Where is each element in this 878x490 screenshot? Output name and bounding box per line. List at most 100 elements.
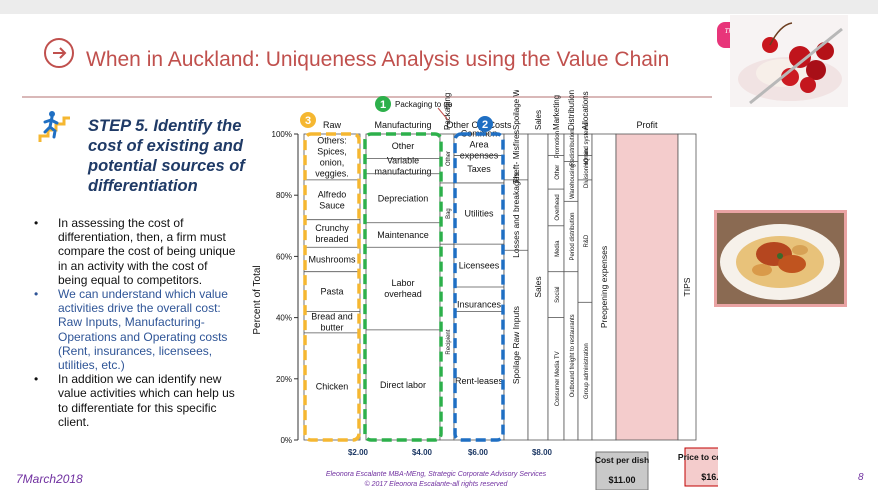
y-tick-label: 0% [280, 436, 292, 445]
y-tick-label: 40% [276, 314, 292, 323]
segment-label: R&D [584, 234, 590, 247]
segment-label: Other [446, 151, 452, 166]
bullet-list: In assessing the cost of differentiation… [30, 216, 240, 429]
segment-label: Other [555, 165, 561, 180]
segment-label: overhead [384, 289, 422, 299]
column-header: Marketing [552, 95, 561, 130]
segment-label: Promotion [555, 131, 561, 158]
bullet-item: We can understand which value activities… [30, 287, 240, 372]
segment-label: Bread and [311, 312, 353, 322]
costs-group-outline [453, 132, 505, 442]
bullet-item: In assessing the cost of differentiation… [30, 216, 240, 287]
x-tick-label: $6.00 [468, 448, 489, 457]
segment-label: Sauce [319, 200, 345, 210]
cherry-dessert-image [730, 15, 848, 107]
segment-label: TIPS [682, 277, 692, 296]
cost-per-dish-box [595, 451, 649, 490]
segment-label: onion, [320, 157, 345, 167]
number-marker-label: 2 [482, 119, 488, 131]
segment-label: Crunchy [315, 223, 349, 233]
price-to-consumer-box [684, 447, 718, 487]
segment-label: Warehousing [570, 164, 576, 199]
segment-label: Taxes [467, 164, 491, 174]
segment-label: Consumer Media TV [555, 351, 561, 406]
segment-label: Pasta [320, 287, 343, 297]
number-marker [477, 116, 493, 132]
segment-label: veggies. [315, 168, 349, 178]
raw-group-outline [303, 132, 361, 442]
segment-label: Labor [391, 278, 414, 288]
y-tick-label: 80% [276, 191, 292, 200]
segment-label: Theft- Misfires [511, 130, 521, 184]
footer-date: 7March2018 [16, 472, 83, 486]
number-marker [375, 96, 391, 112]
y-tick-label: 60% [276, 252, 292, 261]
segment-label: HQ and systems [584, 123, 590, 167]
page-number: 8 [858, 472, 864, 483]
pasta-dish-image [714, 210, 847, 307]
segment-label: Bag [446, 208, 452, 219]
page-title: When in Auckland: Uniqueness Analysis us… [86, 48, 670, 71]
number-marker [300, 112, 316, 128]
segment-label: Depreciation [378, 193, 429, 203]
x-tick-label: $8.00 [532, 448, 553, 457]
climbing-stairs-icon [38, 111, 70, 142]
segment-label: Rent-leases [455, 376, 504, 386]
manufacturing-group-outline [363, 132, 443, 442]
header-band [0, 0, 878, 14]
segment-label: Social [555, 286, 561, 302]
segment-label: Mushrooms [308, 254, 356, 264]
cost-per-dish-value: $11.00 [608, 475, 635, 485]
chart-column [365, 133, 441, 441]
bullet-item: In addition we can identify new value ac… [30, 372, 240, 429]
chart-column [615, 133, 679, 441]
segment-label: Area [469, 140, 488, 150]
segment-label: Direct labor [380, 380, 426, 390]
segment-label: Media [555, 240, 561, 257]
footer-credits: Eleonora Escalante MBA-MEng, Strategic C… [286, 470, 586, 490]
chart-column [503, 133, 529, 441]
column-header: Raw [323, 120, 342, 130]
price-to-consumer-value: $16.95 [701, 472, 718, 482]
y-tick-label: 100% [272, 130, 292, 139]
y-axis-label: Percent of Total [252, 265, 263, 334]
footer-author: Eleonora Escalante MBA-MEng, Strategic C… [325, 471, 547, 478]
segment-label: Division admin. [584, 147, 590, 188]
value-chain-chart: 0% 20% 40% 60% 80% 100% Percent of Total $2.00 $… [252, 90, 718, 490]
segment-label: Sales [533, 276, 543, 297]
segment-label: butter [320, 323, 343, 333]
segment-label: Outbound freight to restaurants [570, 314, 576, 397]
x-tick-label: $4.00 [412, 448, 433, 457]
segment-label: Redistribution [570, 129, 576, 166]
step-title: STEP 5. Identify the cost of existing an… [88, 117, 245, 195]
segment-label: Recipient [446, 329, 452, 354]
segment-label: Spices, [317, 146, 347, 156]
chart-column [303, 133, 361, 441]
column-header: Distribution [567, 90, 576, 130]
column-header: Manufacturing [374, 120, 431, 130]
x-tick-label: $2.00 [348, 448, 369, 457]
marker-caption: Packaging to go [395, 100, 453, 109]
footer-copyright: © 2017 Eleonora Escalante-all rights res… [364, 481, 508, 488]
segment-label: Losses and breakages [511, 172, 521, 258]
segment-label: Licensees [459, 261, 500, 271]
column-header: Packaging to go [443, 90, 452, 130]
segment-label: Other [392, 141, 415, 151]
column-header: Profit [636, 120, 658, 130]
segment-label: Overhead [555, 194, 561, 220]
segment-label: Period distribution [570, 212, 576, 260]
segment-label: Insurances [457, 300, 502, 310]
y-tick-label: 20% [276, 375, 292, 384]
chart-column [677, 133, 697, 441]
column-header: Sales [534, 110, 543, 130]
segment-label: manufacturing [374, 167, 431, 177]
cost-per-dish-label: Cost per dish [595, 455, 649, 465]
segment-label: Preopening expenses [599, 246, 609, 328]
segment-label: Chicken [316, 381, 349, 391]
segment-label: Utilities [464, 209, 494, 219]
segment-label: Group administration [584, 343, 590, 399]
segment-label: breaded [315, 234, 348, 244]
arrow-right-icon [44, 38, 74, 68]
segment-label: Variable [387, 156, 419, 166]
